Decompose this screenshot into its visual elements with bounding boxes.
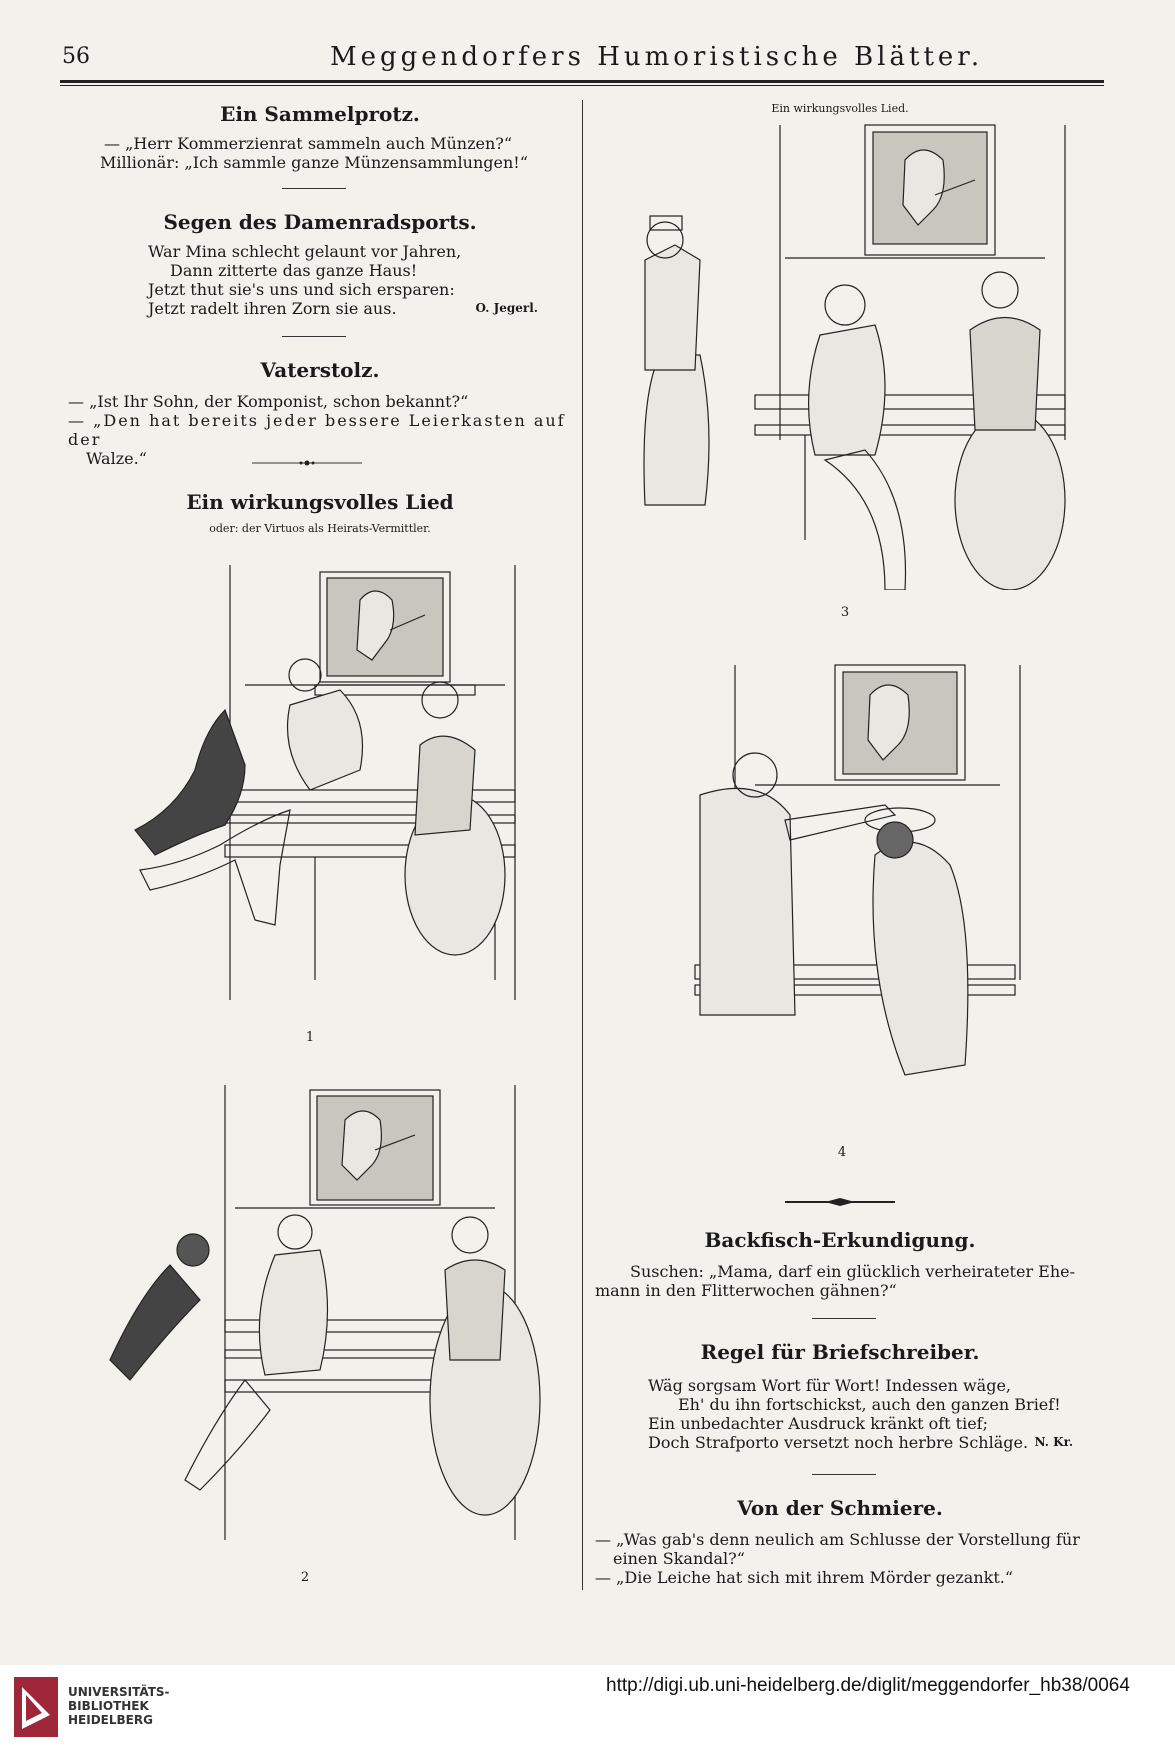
ornament-divider (785, 1192, 895, 1206)
section-body-sammelprotz: — „Herr Kommerzienrat sammeln auch Münze… (100, 134, 570, 172)
footer-bar: UNIVERSITÄTS- BIBLIOTHEK HEIDELBERG http… (0, 1665, 1175, 1752)
page-number: 56 (62, 44, 90, 69)
library-name: UNIVERSITÄTS- BIBLIOTHEK HEIDELBERG (68, 1685, 170, 1727)
separator (282, 188, 346, 189)
header-rule (60, 80, 1104, 83)
page-title: Meggendorfers Humoristische Blätter. (330, 42, 984, 72)
verse-line: Doch Strafporto versetzt noch herbre Sch… (648, 1433, 1029, 1452)
verse-line: Eh' du ihn fortschickst, auch den ganzen… (678, 1395, 1061, 1414)
header-rule-thin (60, 85, 1104, 86)
section-title-backfisch: Backfisch-Erkundigung. (704, 1228, 976, 1252)
section-body-damenradsport: War Mina schlecht gelaunt vor Jahren, Da… (148, 242, 568, 318)
illustration-4 (655, 660, 1065, 1130)
figure-number: 2 (300, 1570, 310, 1585)
section-subtitle-lied: oder: der Virtuos als Heirats-Vermittler… (209, 522, 431, 535)
section-body-backfisch: Suschen: „Mama, darf ein glücklich verhe… (595, 1262, 1080, 1300)
section-body-vaterstolz: — „Ist Ihr Sohn, der Komponist, schon be… (68, 392, 568, 468)
column-divider (582, 100, 583, 1590)
section-title-vaterstolz: Vaterstolz. (260, 358, 380, 382)
library-logo (12, 1675, 60, 1739)
text-line: mann in den Flitterwochen gähnen?“ (595, 1281, 897, 1300)
section-title-schmiere: Von der Schmiere. (737, 1496, 943, 1520)
section-body-schmiere: — „Was gab's denn neulich am Schlusse de… (595, 1530, 1080, 1587)
text-line: Walze.“ (86, 449, 147, 468)
text-line: Millionär: „Ich sammle ganze Münzensamml… (100, 153, 528, 172)
text-line: einen Skandal?“ (613, 1549, 745, 1568)
author-signature: N. Kr. (1034, 1435, 1073, 1449)
text-line: — „Herr Kommerzienrat sammeln auch Münze… (104, 134, 513, 153)
text-line: — „Was gab's denn neulich am Schlusse de… (595, 1530, 1080, 1549)
library-name-line: BIBLIOTHEK (68, 1699, 149, 1713)
verse-line: Ein unbedachter Ausdruck kränkt oft tief… (648, 1414, 988, 1433)
text-line: — „Die Leiche hat sich mit ihrem Mörder … (595, 1568, 1014, 1587)
separator (812, 1474, 876, 1475)
separator (812, 1318, 876, 1319)
figure-number: 1 (305, 1030, 315, 1045)
verse-line: Jetzt radelt ihren Zorn sie aus. (148, 299, 397, 318)
section-title-sammelprotz: Ein Sammelprotz. (220, 102, 420, 126)
illustration-3 (605, 120, 1080, 591)
section-title-lied: Ein wirkungsvolles Lied (186, 490, 454, 514)
text-line: — „Den hat bereits jeder bessere Leierka… (68, 411, 566, 449)
source-url-link[interactable]: http://digi.ub.uni-heidelberg.de/diglit/… (606, 1675, 1130, 1696)
verse-line: Wäg sorgsam Wort für Wort! Indessen wäge… (648, 1376, 1012, 1395)
text-line: — „Ist Ihr Sohn, der Komponist, schon be… (68, 392, 469, 411)
verse-line: War Mina schlecht gelaunt vor Jahren, (148, 242, 462, 261)
separator (282, 336, 346, 337)
section-body-briefschreiber: Wäg sorgsam Wort für Wort! Indessen wäge… (648, 1376, 1078, 1452)
verse-line: Jetzt thut sie's uns und sich ersparen: (148, 280, 455, 299)
library-name-line: UNIVERSITÄTS- (68, 1685, 170, 1699)
figure-number: 4 (837, 1145, 847, 1160)
author-signature: O. Jegerl. (475, 301, 538, 315)
text-line: Suschen: „Mama, darf ein glücklich verhe… (630, 1262, 1076, 1281)
verse-line: Dann zitterte das ganze Haus! (170, 261, 418, 280)
illustration-2 (45, 1080, 555, 1550)
illustration-1 (75, 560, 545, 1010)
ornament-divider (252, 452, 362, 466)
figure-caption: Ein wirkungsvolles Lied. (771, 102, 909, 115)
library-name-line: HEIDELBERG (68, 1713, 153, 1727)
page: 56 Meggendorfers Humoristische Blätter. … (0, 0, 1175, 1665)
section-title-damenradsport: Segen des Damenradsports. (163, 210, 477, 234)
figure-number: 3 (840, 605, 850, 620)
section-title-briefschreiber: Regel für Briefschreiber. (700, 1340, 980, 1364)
